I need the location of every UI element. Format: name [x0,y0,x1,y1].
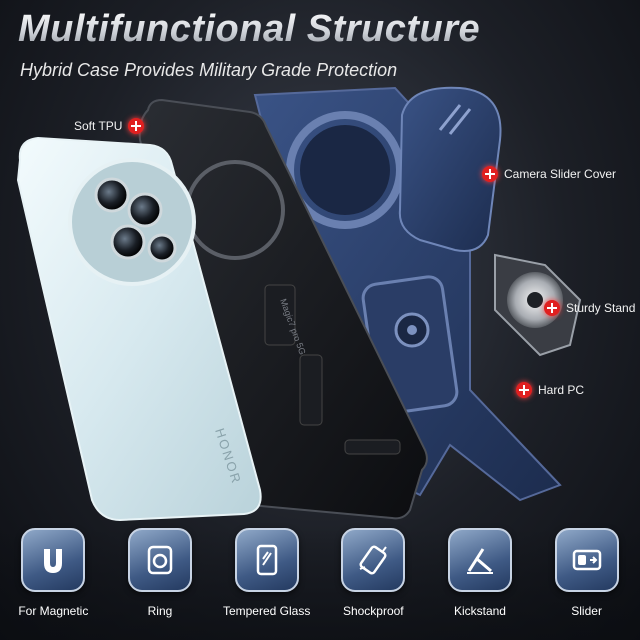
sturdy-stand [494,253,582,357]
plus-marker-icon [128,118,145,134]
slider-icon [554,528,619,592]
feature-strip: For Magnetic Ring Tempered Glass Sh [0,528,640,640]
feature-kickstand: Kickstand [430,528,530,618]
shockproof-icon [341,528,406,592]
feature-ring: Ring [110,528,210,618]
feature-label: Tempered Glass [222,604,311,618]
callout-sturdy-stand: Sturdy Stand [544,300,635,316]
callout-label: Soft TPU [74,119,123,133]
feature-label: Shockproof [342,604,404,618]
plus-marker-icon [482,166,498,182]
feature-slider: Slider [537,528,637,618]
camera-slider-cover [398,86,502,252]
plus-marker-icon [544,300,560,316]
title: Multifunctional Structure [18,8,622,51]
callout-soft-tpu: Soft TPU [74,118,145,134]
magnet-icon [21,528,86,592]
feature-label: Kickstand [453,604,506,618]
subtitle: Hybrid Case Provides Military Grade Prot… [20,60,398,80]
callout-label: Hard PC [538,383,585,397]
feature-label: For Magnetic [18,604,89,618]
ring-icon [127,528,192,592]
tempered-glass-icon [234,528,299,592]
callout-label: Camera Slider Cover [504,167,617,181]
phone-body: HONOR [16,136,262,522]
callout-hard-pc: Hard PC [516,382,584,398]
feature-magnetic: For Magnetic [3,528,103,618]
feature-tempered-glass: Tempered Glass [217,528,317,618]
feature-label: Slider [571,604,602,618]
feature-shockproof: Shockproof [323,528,423,618]
callout-camera-slider: Camera Slider Cover [482,166,616,182]
plus-marker-icon [516,382,532,398]
callout-label: Sturdy Stand [566,301,636,315]
kickstand-icon [447,528,512,592]
feature-label: Ring [147,604,173,618]
